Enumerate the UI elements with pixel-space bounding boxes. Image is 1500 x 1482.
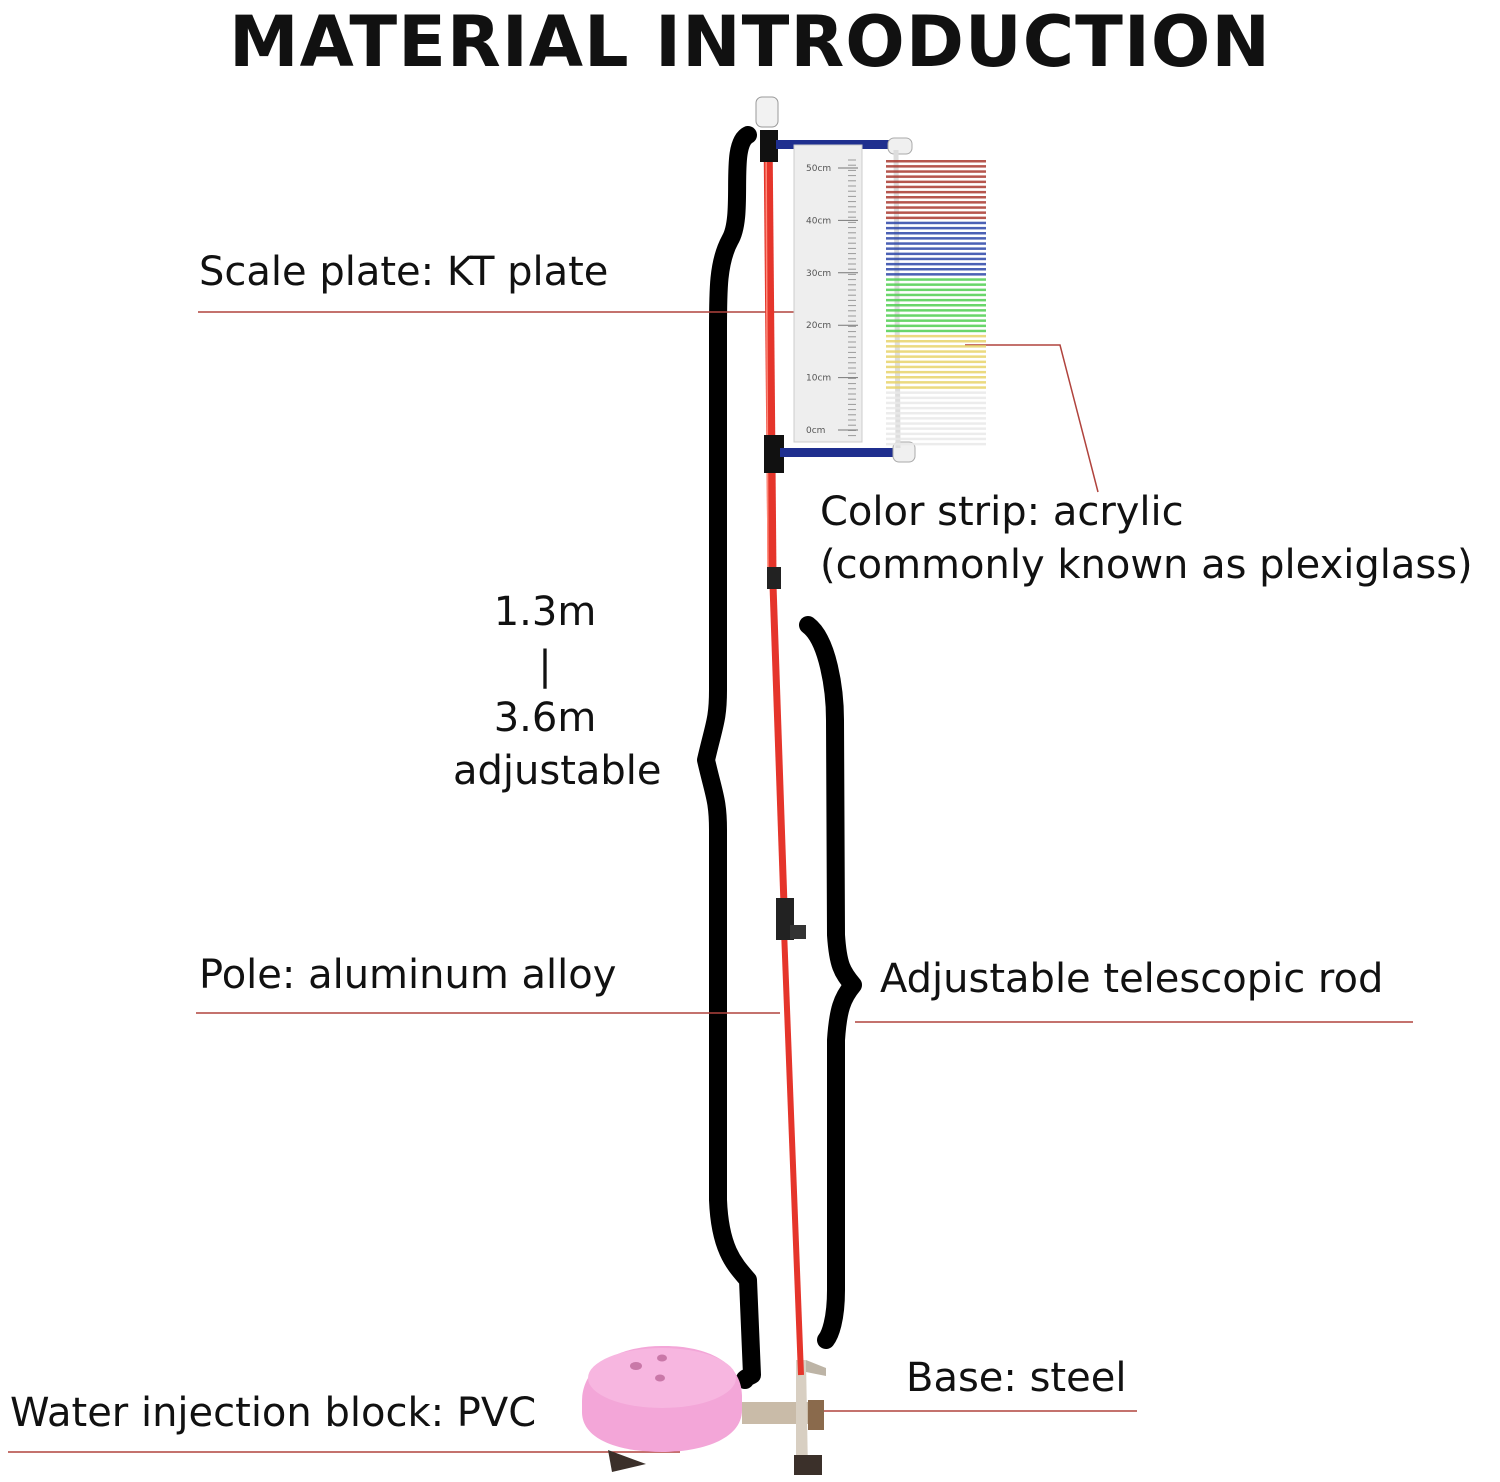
color-strip	[886, 319, 986, 322]
color-strip	[886, 345, 986, 348]
pole-label: Pole: aluminum alloy	[199, 952, 617, 998]
length-note: adjustable	[453, 748, 662, 794]
color-strip	[886, 262, 986, 266]
color-strip	[886, 422, 986, 425]
color-strip	[886, 232, 986, 235]
color-strip	[886, 432, 986, 436]
pole-cap	[755, 96, 779, 128]
color-strip	[886, 160, 986, 163]
color-strip	[886, 216, 986, 220]
color-strip	[886, 252, 986, 256]
color-strip	[886, 247, 986, 250]
color-strip	[886, 412, 986, 415]
color-strip	[886, 211, 986, 214]
bottom-clamp	[764, 435, 784, 473]
length-max: 3.6m	[493, 695, 597, 741]
color-strip	[886, 196, 986, 199]
color-strip	[886, 340, 986, 343]
steel-base	[742, 1360, 826, 1475]
scale-tick-label: 50cm	[806, 164, 831, 174]
color-strip	[886, 293, 986, 297]
overall-length-brace	[697, 126, 761, 1389]
top-clamp	[760, 130, 778, 162]
color-strip	[886, 417, 986, 420]
color-strip	[886, 427, 986, 430]
color-strip-leader	[965, 344, 1099, 493]
color-strip	[886, 180, 986, 184]
color-strip	[886, 268, 986, 271]
color-strip	[886, 365, 986, 369]
water-block-label: Water injection block: PVC	[10, 1390, 537, 1436]
color-strip	[886, 437, 986, 441]
color-strip	[886, 170, 986, 173]
color-strip-label: Color strip: acrylic	[820, 489, 1184, 535]
color-strip	[886, 355, 986, 358]
color-strip	[886, 334, 986, 338]
color-strip	[886, 370, 986, 374]
telescopic-brace	[799, 616, 862, 1349]
color-strip	[886, 190, 986, 194]
water-injection-block	[582, 1345, 742, 1472]
telescopic-label: Adjustable telescopic rod	[880, 956, 1384, 1002]
color-strip	[886, 278, 986, 281]
leader-lines	[8, 311, 1413, 1453]
color-strip-sublabel: (commonly known as plexiglass)	[820, 542, 1473, 588]
color-strip	[886, 329, 986, 333]
color-strip	[886, 283, 986, 286]
base-label: Base: steel	[906, 1355, 1127, 1401]
pole	[755, 96, 806, 1376]
length-separator: |	[538, 643, 552, 689]
scale-tick-label: 30cm	[806, 269, 831, 279]
color-strip	[886, 314, 986, 317]
joint-lower	[776, 898, 794, 940]
color-strip	[886, 360, 986, 364]
color-strip	[886, 391, 986, 394]
scale-tick-label: 20cm	[806, 321, 831, 331]
color-strip	[886, 304, 986, 307]
color-strip	[886, 386, 986, 389]
color-strip	[886, 273, 986, 276]
color-strips	[886, 160, 986, 446]
color-strip	[886, 324, 986, 328]
color-strip	[886, 221, 986, 225]
color-strip	[886, 206, 986, 209]
color-strip	[886, 237, 986, 240]
color-strip	[886, 185, 986, 189]
joint-upper	[767, 567, 781, 589]
scale-tick-label: 40cm	[806, 216, 831, 226]
scale-plate: 50cm 40cm 30cm 20cm 10cm 0cm	[793, 144, 863, 443]
color-strip	[886, 201, 986, 204]
length-min: 1.3m	[493, 589, 597, 635]
color-strip	[886, 257, 986, 261]
scale-tick-label: 0cm	[806, 426, 825, 436]
page-title: MATERIAL INTRODUCTION	[228, 1, 1272, 83]
color-strip	[886, 406, 986, 410]
color-strip	[886, 396, 986, 400]
color-strip	[886, 242, 986, 245]
color-strip	[886, 298, 986, 302]
color-strip	[886, 288, 986, 292]
color-strip	[886, 175, 986, 178]
scale-plate-label: Scale plate: KT plate	[199, 249, 609, 295]
color-strip	[886, 381, 986, 384]
color-strip	[886, 442, 986, 446]
bottom-bracket	[780, 448, 900, 457]
color-strip	[886, 401, 986, 405]
color-strip	[886, 165, 986, 168]
color-strip	[886, 226, 986, 230]
color-strip	[886, 350, 986, 353]
color-strip	[886, 376, 986, 379]
color-strip	[886, 309, 986, 312]
scale-tick-label: 10cm	[806, 374, 831, 384]
